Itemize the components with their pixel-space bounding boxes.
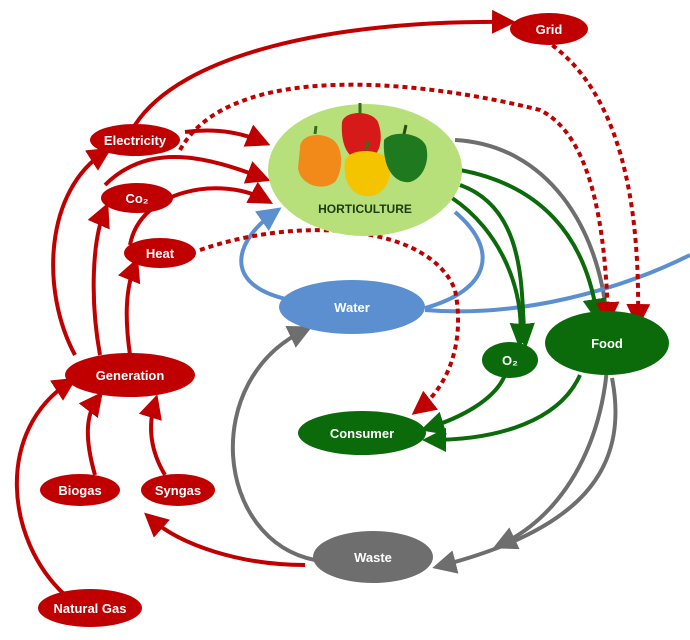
water-outflow-line	[424, 253, 690, 314]
syngas-label: Syngas	[155, 483, 201, 498]
node-waste: Waste	[313, 531, 433, 583]
node-food: Food	[545, 311, 669, 375]
grid-label: Grid	[536, 22, 563, 37]
arrow-electricity-to-horticulture	[184, 124, 271, 147]
arrow-generation-to-heat	[117, 257, 141, 356]
arrow-food-to-waste	[432, 377, 618, 574]
product-flows	[420, 168, 607, 452]
arrow-water-to-horticulture	[239, 207, 291, 302]
arrow-horticulture-to-food-b	[459, 183, 535, 348]
water-label: Water	[334, 300, 370, 315]
arrow-horticulture-to-water	[424, 210, 485, 310]
node-o2: O₂	[482, 342, 538, 378]
bell-peppers-icon	[298, 103, 428, 197]
energy-flows	[14, 9, 516, 597]
dotted-arrow-grid-to-food	[543, 38, 651, 328]
arrow-heat-to-horticulture	[128, 181, 274, 246]
arrow-waste-to-syngas	[144, 512, 306, 567]
node-heat: Heat	[124, 238, 196, 268]
arrow-natural-gas-to-generation	[14, 377, 77, 597]
arrow-o2-to-consumer	[420, 374, 507, 435]
co2-label: Co₂	[125, 191, 148, 206]
generation-label: Generation	[96, 368, 165, 383]
node-horticulture: HORTICULTURE	[268, 103, 462, 236]
arrow-generation-to-electricity	[51, 147, 112, 356]
consumer-label: Consumer	[330, 426, 394, 441]
arrow-biogas-to-generation	[78, 391, 103, 476]
node-biogas: Biogas	[40, 474, 120, 506]
biogas-label: Biogas	[58, 483, 101, 498]
node-co2: Co₂	[101, 183, 173, 213]
node-grid: Grid	[510, 13, 588, 45]
node-consumer: Consumer	[298, 411, 426, 455]
electricity-label: Electricity	[104, 133, 167, 148]
node-natural-gas: Natural Gas	[38, 589, 142, 627]
node-generation: Generation	[65, 353, 195, 397]
arrow-co2-to-horticulture	[103, 155, 271, 187]
arrow-syngas-to-generation	[138, 394, 167, 477]
dotted-arrow-heat-to-consumer	[199, 228, 460, 415]
waste-label: Waste	[354, 550, 392, 565]
node-electricity: Electricity	[90, 124, 180, 156]
arrow-food-to-consumer	[422, 374, 582, 452]
energy-dotted-flows	[178, 38, 651, 415]
o2-label: O₂	[502, 353, 518, 368]
water-flows	[239, 207, 690, 314]
food-label: Food	[591, 336, 623, 351]
arrow-electricity-to-grid	[133, 9, 516, 127]
node-syngas: Syngas	[141, 474, 215, 506]
arrow-waste-to-water	[230, 326, 316, 562]
dotted-arrow-top-to-food	[178, 82, 620, 326]
heat-label: Heat	[146, 246, 175, 261]
node-water: Water	[279, 280, 425, 334]
arrow-generation-to-co2	[87, 202, 110, 356]
arrow-horticulture-to-food-a	[459, 168, 607, 323]
natural-gas-label: Natural Gas	[54, 601, 127, 616]
arrow-horticulture-to-o2	[450, 196, 534, 348]
horticulture-label: HORTICULTURE	[318, 202, 412, 216]
